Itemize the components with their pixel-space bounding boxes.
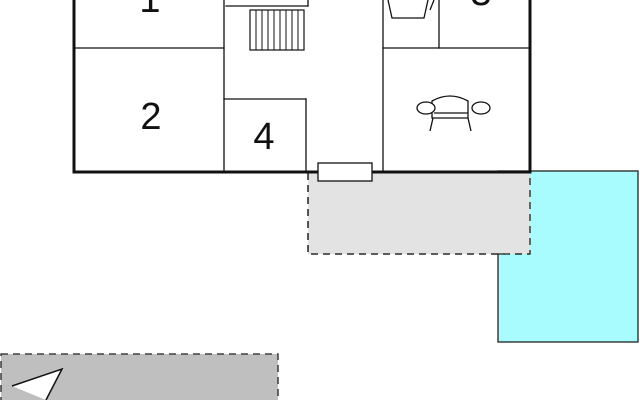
compass-arrow-icon [11,367,64,400]
wc-icon [387,0,435,19]
staircase-icon [249,9,305,51]
armchair-icon [416,95,491,132]
interior-walls [73,0,531,173]
room-1-number: 1 [139,0,160,21]
window-icon [317,162,373,182]
room-4-number: 4 [253,116,274,158]
house-outline [72,0,532,174]
room-2-number: 2 [140,96,161,138]
room-3-number: 3 [470,0,491,14]
